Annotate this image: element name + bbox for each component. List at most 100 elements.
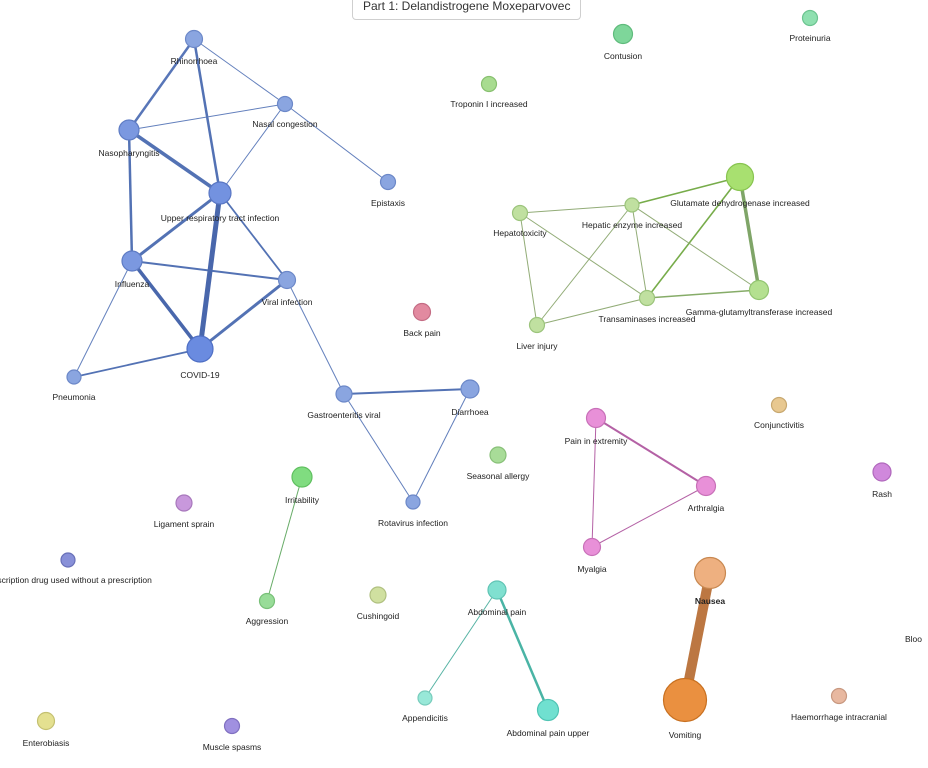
node-contusion[interactable] <box>612 23 634 45</box>
node-liver_injury[interactable] <box>528 316 546 334</box>
node-myalgia[interactable] <box>582 537 602 557</box>
node-irritability[interactable] <box>291 466 313 488</box>
node-aggression[interactable] <box>258 592 276 610</box>
node-label-troponin: Troponin I increased <box>450 99 527 109</box>
edge-nasopharyngitis-influenza <box>127 129 134 262</box>
node-label-vomiting: Vomiting <box>669 730 702 740</box>
edge-covid19-pneumonia <box>73 348 201 378</box>
node-troponin[interactable] <box>480 75 498 93</box>
edge-nasopharyngitis-urti <box>128 128 221 195</box>
node-seasonal_allergy[interactable] <box>489 446 507 464</box>
node-label-appendicitis: Appendicitis <box>402 713 448 723</box>
node-nausea[interactable] <box>693 556 727 590</box>
edge-urti-viral_infection <box>219 192 288 281</box>
node-abdominal_pain[interactable] <box>487 580 507 600</box>
node-hepatotoxicity[interactable] <box>511 204 529 222</box>
node-haemorrhage[interactable] <box>830 687 848 705</box>
node-glutamate[interactable] <box>725 162 755 192</box>
edge-abdominal_pain-abdominal_pain_upper <box>495 589 550 711</box>
node-label-gastro_viral: Gastroenteritis viral <box>307 410 380 420</box>
node-label-hepatotoxicity: Hepatotoxicity <box>493 228 547 238</box>
edge-hepatotoxicity-transaminases <box>519 212 648 299</box>
node-label-arthralgia: Arthralgia <box>688 503 725 513</box>
node-arthralgia[interactable] <box>695 475 717 497</box>
node-rotavirus[interactable] <box>405 494 421 510</box>
node-label-liver_injury: Liver injury <box>516 341 558 351</box>
node-label-pain_extremity: Pain in extremity <box>565 436 629 446</box>
node-label-blood: Bloo <box>905 634 922 644</box>
edge-abdominal_pain-appendicitis <box>424 589 498 699</box>
node-proteinuria[interactable] <box>801 9 819 27</box>
node-label-pneumonia: Pneumonia <box>52 392 95 402</box>
edge-transaminases-liver_injury <box>536 297 648 326</box>
node-label-conjunctivitis: Conjunctivitis <box>754 420 804 430</box>
edge-nasal_congestion-urti <box>219 103 286 194</box>
node-conjunctivitis[interactable] <box>770 396 788 414</box>
node-abdominal_pain_upper[interactable] <box>536 698 560 722</box>
node-gastro_viral[interactable] <box>335 385 353 403</box>
edge-covid19-viral_infection <box>199 278 288 351</box>
node-label-ligament_sprain: Ligament sprain <box>154 519 215 529</box>
edge-rhinorrhoea-nasopharyngitis <box>127 38 196 131</box>
node-label-contusion: Contusion <box>604 51 643 61</box>
edge-hepatic_enzyme-liver_injury <box>536 204 633 326</box>
edge-hepatotoxicity-hepatic_enzyme <box>519 204 633 214</box>
node-influenza[interactable] <box>121 250 143 272</box>
node-vomiting[interactable] <box>662 677 708 723</box>
edge-glutamate-ggt <box>738 176 761 291</box>
node-ligament_sprain[interactable] <box>175 494 193 512</box>
node-epistaxis[interactable] <box>379 173 397 191</box>
edge-hepatic_enzyme-transaminases <box>631 204 648 299</box>
node-label-viral_infection: Viral infection <box>262 297 313 307</box>
node-label-rhinorrhoea: Rhinorrhoea <box>171 56 218 66</box>
node-label-rotavirus: Rotavirus infection <box>378 518 448 528</box>
node-label-nausea: Nausea <box>695 596 726 606</box>
node-label-glutamate: Glutamate dehydrogenase increased <box>670 198 810 208</box>
node-label-diarrhoea: Diarrhoea <box>451 407 489 417</box>
node-cushingoid[interactable] <box>369 586 387 604</box>
edge-influenza-pneumonia <box>73 260 133 378</box>
node-label-back_pain: Back pain <box>403 328 441 338</box>
node-ggt[interactable] <box>748 279 770 301</box>
edges-layer <box>73 38 761 711</box>
node-pneumonia[interactable] <box>66 369 82 385</box>
node-viral_infection[interactable] <box>277 270 297 290</box>
node-label-transaminases: Transaminases increased <box>598 314 695 324</box>
node-rhinorrhoea[interactable] <box>184 29 204 49</box>
node-label-proteinuria: Proteinuria <box>789 33 830 43</box>
node-enterobiasis[interactable] <box>36 711 56 731</box>
node-pain_extremity[interactable] <box>585 407 607 429</box>
node-label-abdominal_pain_upper: Abdominal pain upper <box>507 728 590 738</box>
edge-hepatotoxicity-liver_injury <box>519 212 538 326</box>
node-appendicitis[interactable] <box>417 690 433 706</box>
node-label-haemorrhage: Haemorrhage intracranial <box>791 712 887 722</box>
node-rx_drug[interactable] <box>60 552 76 568</box>
edge-viral_infection-gastro_viral <box>286 279 345 395</box>
node-label-aggression: Aggression <box>246 616 289 626</box>
node-nasal_congestion[interactable] <box>276 95 294 113</box>
edge-hepatic_enzyme-ggt <box>631 204 760 291</box>
graph-title: Part 1: Delandistrogene Moxeparvovec <box>352 0 582 20</box>
node-label-abdominal_pain: Abdominal pain <box>468 607 527 617</box>
node-label-seasonal_allergy: Seasonal allergy <box>467 471 531 481</box>
node-label-muscle_spasms: Muscle spasms <box>203 742 262 752</box>
node-nasopharyngitis[interactable] <box>118 119 140 141</box>
node-label-nasopharyngitis: Nasopharyngitis <box>99 148 160 158</box>
edge-arthralgia-myalgia <box>591 485 707 548</box>
node-covid19[interactable] <box>186 335 214 363</box>
node-urti[interactable] <box>208 181 232 205</box>
node-transaminases[interactable] <box>638 289 656 307</box>
node-rash[interactable] <box>872 462 892 482</box>
edge-influenza-covid19 <box>130 259 202 351</box>
edge-pain_extremity-myalgia <box>591 417 597 548</box>
nodes-layer <box>36 9 892 735</box>
node-muscle_spasms[interactable] <box>223 717 241 735</box>
edge-rhinorrhoea-urti <box>192 38 222 194</box>
edge-glutamate-transaminases <box>646 176 741 299</box>
node-hepatic_enzyme[interactable] <box>624 197 640 213</box>
node-back_pain[interactable] <box>412 302 432 322</box>
edge-irritability-aggression <box>266 476 303 602</box>
node-diarrhoea[interactable] <box>460 379 480 399</box>
